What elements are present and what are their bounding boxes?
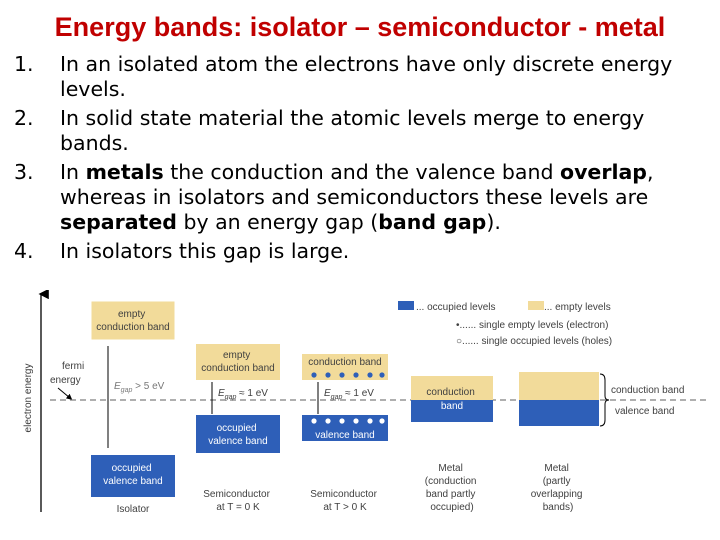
semi-t0-occupied-band-label: occupied valence band <box>208 423 268 447</box>
caption-text: bands) <box>543 502 574 513</box>
band-text: conduction band <box>96 322 169 333</box>
list-number: 2. <box>14 106 34 130</box>
metal-partial-caption: Metal (conduction band partly occupied) <box>425 463 479 513</box>
bold-run: overlap <box>559 160 647 184</box>
isolator-occupied-band <box>91 455 175 497</box>
semi-t0-empty-band <box>196 344 280 380</box>
caption-text: band partly <box>426 489 475 500</box>
legend-empty-swatch <box>528 301 544 310</box>
isolator-gap-label: Egap > 5 eV <box>114 381 165 394</box>
band-text: valence band <box>103 476 163 487</box>
list-number: 3. <box>14 160 34 184</box>
list-item: 4. In isolators this gap is large. <box>14 239 714 264</box>
list-item: 1. In an isolated atom the electrons hav… <box>14 52 714 102</box>
metal-overlap-occupied-part <box>519 400 599 426</box>
isolator-empty-band <box>90 300 176 341</box>
semiconductor-t0-column: empty conduction band Egap ≈ 1 eV occupi… <box>196 344 280 513</box>
list-item: 2. In solid state material the atomic le… <box>14 106 714 156</box>
fermi-arrow <box>57 387 73 400</box>
y-axis-label: electron energy <box>23 364 34 433</box>
semi-t-gap-label: Egap ≈ 1 eV <box>324 388 374 401</box>
list-number: 1. <box>14 52 34 76</box>
isolator-occupied-band-label: occupied valence band <box>103 463 163 487</box>
band-text: valence band <box>208 436 268 447</box>
bold-run: separated <box>60 210 177 234</box>
semi-t0-gap-label: Egap ≈ 1 eV <box>218 388 268 401</box>
band-text: conduction <box>426 387 474 398</box>
bullet-list: 1. In an isolated atom the electrons hav… <box>14 52 714 268</box>
band-text: band <box>441 401 463 412</box>
fermi-line-2: energy <box>50 375 81 386</box>
legend-occupied-swatch <box>398 301 414 310</box>
band-text: empty <box>223 350 250 361</box>
caption-text: (conduction <box>425 476 477 487</box>
hole-dots <box>311 418 385 424</box>
semi-t0-occupied-band <box>196 415 280 453</box>
metal-partial-empty-part <box>411 376 493 400</box>
caption-text: (partly <box>543 476 571 487</box>
caption-text: at T = 0 K <box>216 502 260 513</box>
text-run: In an isolated atom the electrons have o… <box>60 52 673 101</box>
list-text: In metals the conduction and the valence… <box>60 160 654 234</box>
metal-partial-band-label: conduction band <box>426 387 477 412</box>
text-run: ). <box>486 210 501 234</box>
list-number: 4. <box>14 239 34 263</box>
caption-text: overlapping <box>531 489 583 500</box>
band-text: conduction band <box>201 363 274 374</box>
metal-conduction-label: conduction band <box>611 385 684 396</box>
conduction-bracket <box>599 373 610 401</box>
electron-dots <box>311 372 385 378</box>
slide-title: Energy bands: isolator – semiconductor -… <box>54 12 666 42</box>
text-run: , whereas in isolators and semiconductor… <box>60 160 654 209</box>
bold-run: metals <box>85 160 164 184</box>
metal-partial-occupied-part <box>411 400 493 422</box>
list-item: 3. In metals the conduction and the vale… <box>14 160 714 235</box>
caption-text: Semiconductor <box>310 489 377 500</box>
legend: ... occupied levels ... empty levels •..… <box>398 301 612 347</box>
list-text: In isolators this gap is large. <box>60 239 349 263</box>
legend-occupied-label: ... occupied levels <box>416 302 496 313</box>
list-text: In an isolated atom the electrons have o… <box>60 52 672 101</box>
list-text: In solid state material the atomic level… <box>60 106 644 155</box>
legend-single-occupied-label: ○...... single occupied levels (holes) <box>456 336 612 347</box>
metal-overlap-empty-part <box>519 372 599 400</box>
caption-text: occupied) <box>430 502 473 513</box>
caption-text: at T > 0 K <box>323 502 367 513</box>
metal-overlap-column: conduction band valence band Metal (part… <box>519 372 684 513</box>
fermi-label: fermi energy <box>50 361 87 386</box>
band-text: occupied <box>112 463 152 474</box>
band-text: occupied <box>217 423 257 434</box>
isolator-caption: Isolator <box>117 504 150 515</box>
text-run: In solid state material the atomic level… <box>60 106 645 155</box>
isolator-empty-band-label: empty conduction band <box>96 309 169 333</box>
semiconductor-t-column: conduction band Egap ≈ 1 eV valence band… <box>302 354 388 513</box>
metal-valence-label: valence band <box>615 406 675 417</box>
semi-t-valence-label: valence band <box>315 430 375 441</box>
caption-text: Semiconductor <box>203 489 270 500</box>
legend-empty-label: ... empty levels <box>544 302 611 313</box>
semi-t0-caption: Semiconductor at T = 0 K <box>203 489 272 513</box>
bold-run: band gap <box>378 210 487 234</box>
caption-text: Metal <box>438 463 462 474</box>
band-text: empty <box>118 309 145 320</box>
fermi-line-1: fermi <box>62 361 84 372</box>
semi-t0-empty-band-label: empty conduction band <box>201 350 274 374</box>
text-run: In isolators this gap is large. <box>60 239 350 263</box>
metal-partial-column: conduction band Metal (conduction band p… <box>411 376 493 513</box>
valence-bracket <box>599 399 610 427</box>
caption-text: Metal <box>544 463 568 474</box>
semi-t-caption: Semiconductor at T > 0 K <box>310 489 379 513</box>
legend-single-empty-label: •...... single empty levels (electron) <box>456 320 608 331</box>
energy-band-diagram: electron energy fermi energy empty condu… <box>23 290 710 515</box>
text-run: by an energy gap ( <box>176 210 379 234</box>
text-run: In <box>60 160 86 184</box>
semi-t-conduction-label: conduction band <box>308 357 381 368</box>
text-run: the conduction and the valence band <box>163 160 560 184</box>
semi-t-valence-band <box>302 415 388 441</box>
isolator-column: empty conduction band Egap > 5 eV occupi… <box>90 300 176 515</box>
metal-overlap-caption: Metal (partly overlapping bands) <box>531 463 586 513</box>
